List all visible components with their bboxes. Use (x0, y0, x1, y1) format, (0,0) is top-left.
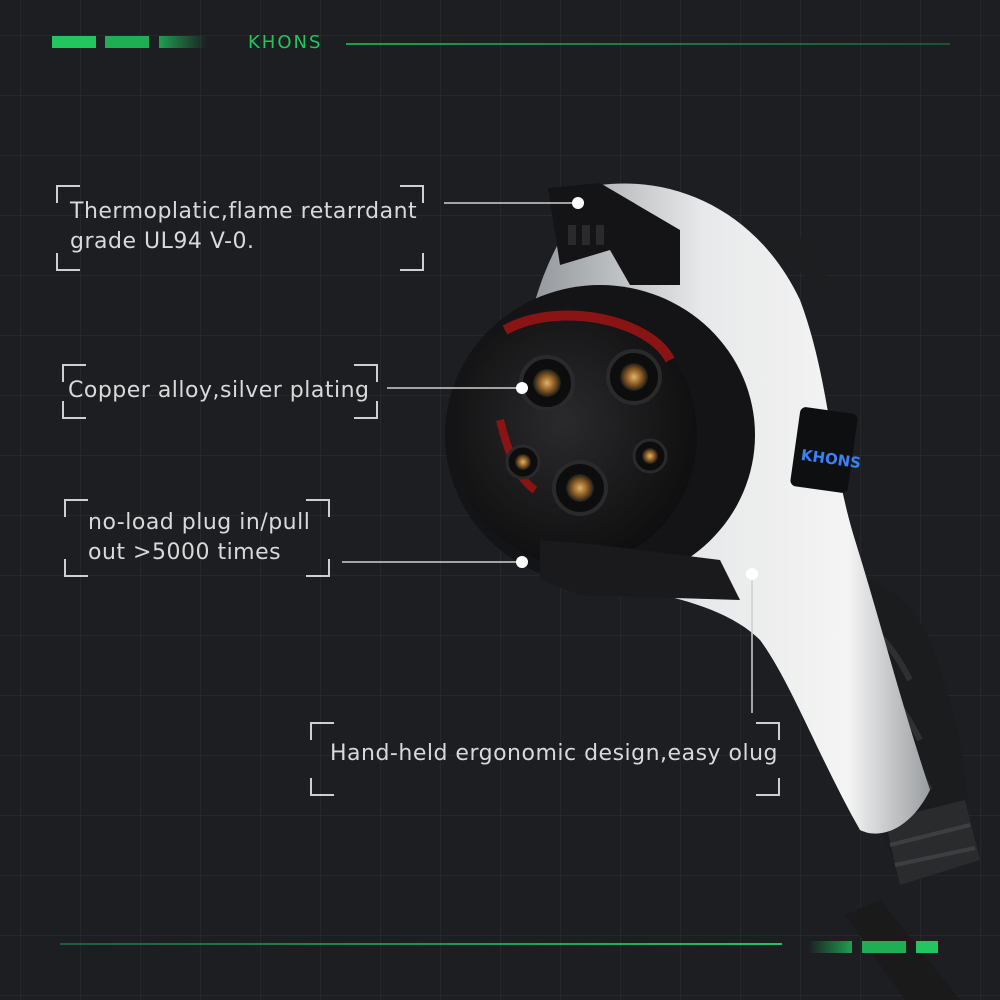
callout-flame-retardant (56, 185, 424, 271)
callout-plug-cycles-line1: no-load plug in/pull (88, 510, 311, 535)
brand-name: KHONS (248, 32, 323, 53)
callout-ergonomic-text: Hand-held ergonomic design,easy olug (330, 741, 779, 766)
callout-flame-retardant-line2: grade UL94 V-0. (70, 229, 255, 254)
header-bar-2 (105, 36, 149, 48)
footer-line (60, 943, 782, 945)
header-bar-3 (159, 36, 207, 48)
callout-copper-alloy-text: Copper alloy,silver plating (68, 378, 370, 403)
callout-plug-cycles-line2: out >5000 times (88, 540, 282, 565)
footer-bar-2 (862, 941, 906, 953)
footer-bar-1 (808, 941, 852, 953)
header-line (346, 43, 950, 45)
callout-ergonomic (310, 722, 780, 796)
footer-bar-3 (916, 941, 938, 953)
callout-copper-alloy (62, 364, 378, 419)
header-bar-1 (52, 36, 96, 48)
callout-flame-retardant-line1: Thermoplatic,flame retarrdant (70, 199, 418, 224)
callout-plug-cycles (64, 499, 330, 577)
